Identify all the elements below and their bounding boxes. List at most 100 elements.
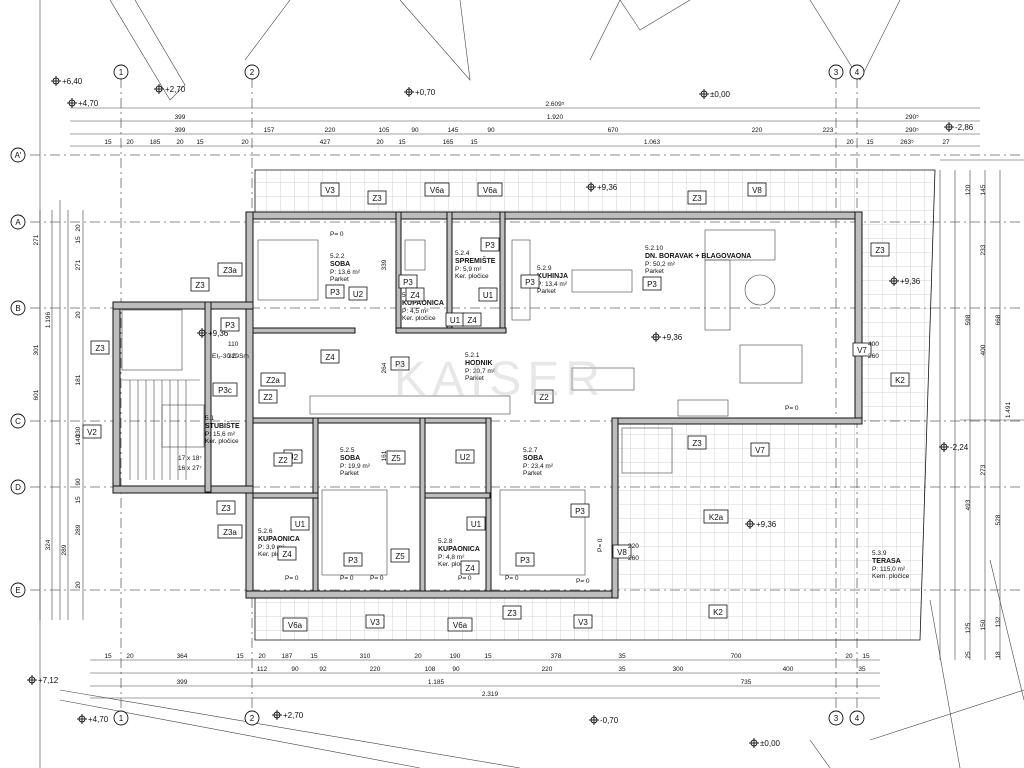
tag-box	[687, 435, 707, 450]
room-code: 5.2.9	[537, 265, 552, 272]
dimension-value: 20	[75, 311, 82, 319]
dimension-value: 1.196	[45, 311, 52, 328]
dimension-value: 271	[33, 234, 40, 245]
level-marker: +4,70	[77, 714, 109, 724]
dimension-value: 289	[75, 524, 82, 535]
dimension-value: 15	[484, 653, 492, 660]
tag-v3: V3	[573, 614, 593, 629]
dimension-value: 110	[228, 341, 239, 348]
tag-z3: Z3	[367, 190, 387, 205]
dimension-total: 2.609⁵	[546, 101, 565, 108]
tag-z3: Z3	[870, 242, 890, 257]
tag-box	[570, 503, 590, 518]
axis-label: 3	[834, 714, 839, 723]
room-floor: Parket	[330, 276, 349, 283]
dimension-value: 15	[75, 236, 82, 244]
tag-box	[367, 190, 387, 205]
axis-label: E	[15, 586, 20, 595]
tag-text: Z3	[221, 504, 231, 513]
level-difference-label: P= 0	[576, 578, 590, 585]
dimension-value: 15	[470, 139, 478, 146]
room-floor: Ker. pločice	[438, 561, 472, 568]
level-marker: +0,70	[404, 87, 436, 97]
tag-text: U2	[460, 453, 471, 462]
tag-box	[462, 312, 482, 327]
tag-text: P3	[395, 360, 405, 369]
dimension-value: 35	[618, 653, 626, 660]
dimension-value: 15	[104, 139, 112, 146]
tag-v3: V3	[320, 182, 340, 197]
dimension-value: 1.491	[1005, 401, 1012, 418]
axis-label: B	[15, 304, 20, 313]
dimension-value: 20	[845, 653, 853, 660]
tag-text: Z5	[395, 552, 405, 561]
level-cross	[77, 714, 87, 724]
tag-box	[390, 356, 410, 371]
tag-u1: U1	[466, 516, 486, 531]
tag-v8: V8	[612, 544, 632, 559]
tag-text: Z3	[95, 344, 105, 353]
tag-p3c: P3c	[212, 382, 238, 397]
tag-z2: Z2	[273, 452, 293, 467]
dimension-value: 157	[264, 127, 275, 134]
dimension-value: 15	[196, 139, 204, 146]
level-marker: ±0,00	[699, 89, 731, 99]
tag-box	[852, 342, 872, 357]
dimension-value: 132	[995, 616, 1002, 627]
tag-text: V6a	[288, 621, 303, 630]
room-floor: Ker. pločice	[402, 315, 436, 322]
dimension-value: 90	[411, 127, 419, 134]
tag-box	[390, 548, 410, 563]
room-code: 5.3.9	[872, 550, 887, 557]
tag-v6a: V6a	[424, 182, 450, 197]
tag-v2: V2	[82, 424, 102, 439]
tag-text: V8	[752, 186, 762, 195]
dimension-value: 220	[752, 127, 763, 134]
level-difference-label: P= 0	[330, 231, 344, 238]
dimension-value: 15	[75, 496, 82, 504]
axis-bubble-2	[244, 710, 260, 726]
room-floor: Parket	[340, 470, 359, 477]
axis-label: 2	[250, 714, 255, 723]
tag-text: P3	[485, 241, 495, 250]
room-name: TERASA	[872, 558, 901, 565]
tag-box	[258, 389, 278, 404]
dimension-value: 140	[75, 434, 82, 445]
level-text: +9,36	[900, 277, 921, 286]
tag-text: U1	[450, 316, 461, 325]
dimension-value: 15	[866, 139, 874, 146]
tag-box	[573, 614, 593, 629]
level-difference-label: P= 0	[458, 575, 472, 582]
tag-box	[220, 317, 240, 332]
level-cross	[589, 715, 599, 725]
tag-box	[890, 372, 910, 387]
dimension-value: 112	[257, 666, 268, 673]
tag-z3a: Z3a	[217, 524, 243, 539]
level-cross	[404, 87, 414, 97]
tag-box	[212, 382, 238, 397]
dimension-value: 290⁵	[905, 127, 919, 134]
level-text: +9,36	[208, 329, 229, 338]
tag-box	[687, 190, 707, 205]
tag-text: P3	[225, 321, 235, 330]
room-code: 5.2.10	[645, 245, 663, 252]
axis-bubble-row	[10, 214, 26, 230]
tag-box	[343, 552, 363, 567]
room-area: P: 13,6 m²	[330, 269, 361, 276]
tag-box	[703, 509, 729, 524]
dimension-value: 187	[282, 653, 293, 660]
dimension-value: 20	[414, 653, 422, 660]
room-area: P: 4,8 m²	[438, 554, 465, 561]
dimension-value: 20	[376, 139, 384, 146]
tag-box	[348, 286, 368, 301]
level-marker: -0,70	[589, 715, 619, 725]
tag-box	[325, 284, 345, 299]
room-floor: Ker. pločice	[205, 438, 239, 445]
dimension-value: 15	[862, 653, 870, 660]
axis-bubble-row	[10, 582, 26, 598]
tag-z2: Z2	[258, 389, 278, 404]
